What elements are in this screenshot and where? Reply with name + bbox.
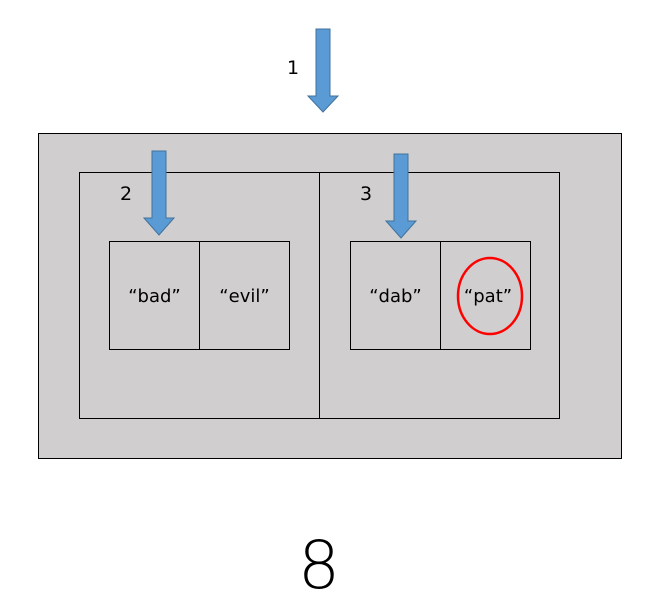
arrow-1-label: 1 — [287, 57, 299, 79]
down-arrow-icon — [306, 28, 340, 113]
outer-container — [38, 133, 622, 459]
group-2-cell-2 — [440, 241, 531, 350]
group-1-cell-1-text: “bad” — [128, 286, 181, 307]
down-arrow-icon — [384, 153, 418, 239]
down-arrow-icon — [142, 150, 176, 236]
group-1-cell-2 — [199, 241, 290, 350]
highlight-circle — [456, 256, 524, 336]
arrow-2-label: 2 — [120, 183, 132, 205]
group-1-cell-2-text: “evil” — [219, 286, 269, 307]
group-2-cell-1-text: “dab” — [369, 286, 422, 307]
arrow-3-label: 3 — [360, 183, 372, 205]
group-2-cell-2-text: “pat” — [464, 286, 512, 307]
result-number: 8 — [298, 527, 340, 604]
